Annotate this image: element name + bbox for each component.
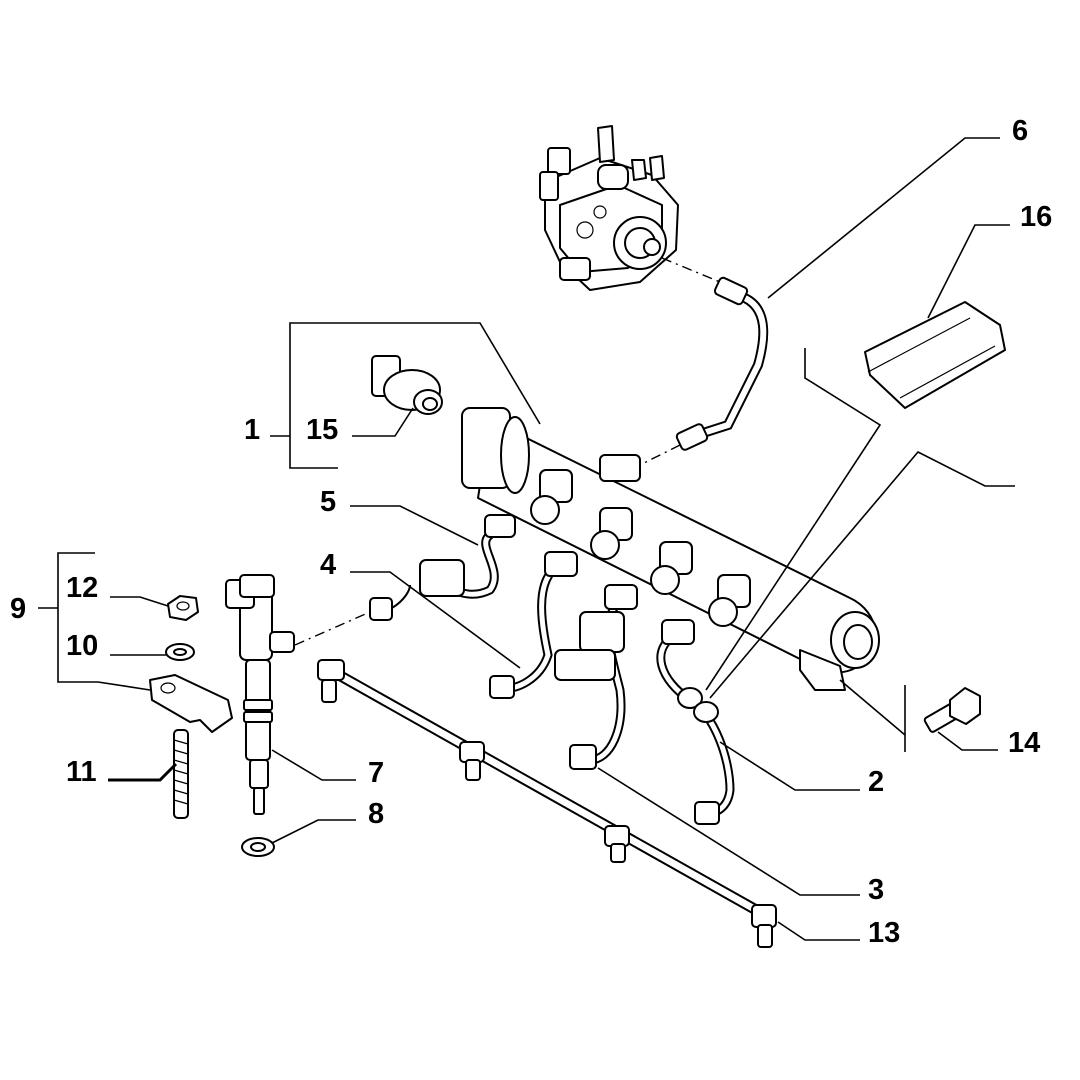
injector-axis-line <box>294 611 371 646</box>
fuel-rail <box>461 407 880 691</box>
callout-6: 6 <box>1012 115 1029 147</box>
pump-axis-line <box>661 257 721 283</box>
callout-8: 8 <box>368 798 385 830</box>
rail-outlets <box>530 469 751 627</box>
injector <box>225 574 295 815</box>
rail-bolt <box>923 687 981 733</box>
stud <box>173 729 189 819</box>
rail-pressure-sensor <box>371 355 443 415</box>
callout-10: 10 <box>66 630 99 662</box>
callout-5: 5 <box>320 486 337 518</box>
injector-clamp <box>149 674 233 733</box>
callout-13: 13 <box>868 917 901 949</box>
clamp-washer <box>165 643 195 661</box>
callout-4: 4 <box>320 549 337 581</box>
callout-3: 3 <box>868 874 885 906</box>
callout-15: 15 <box>306 414 339 446</box>
pipe-nut <box>369 584 411 621</box>
callout-2: 2 <box>868 766 885 798</box>
leak-off-return-line <box>317 659 777 948</box>
callout-1: 1 <box>244 414 261 446</box>
pump-to-rail-pipe <box>675 276 769 451</box>
pipe-axis-line <box>639 444 681 466</box>
callout-9: 9 <box>10 593 27 625</box>
callout-16: 16 <box>1020 201 1053 233</box>
clamp-nut <box>167 595 199 621</box>
cover-plate <box>864 301 1006 409</box>
leader-lines <box>38 137 1015 941</box>
callout-11: 11 <box>66 756 97 788</box>
callout-7: 7 <box>368 757 385 789</box>
callout-12: 12 <box>66 572 99 604</box>
injector-washer <box>241 837 275 857</box>
callout-14: 14 <box>1008 727 1041 759</box>
injector-pipes <box>419 514 735 825</box>
high-pressure-pump <box>539 125 679 291</box>
